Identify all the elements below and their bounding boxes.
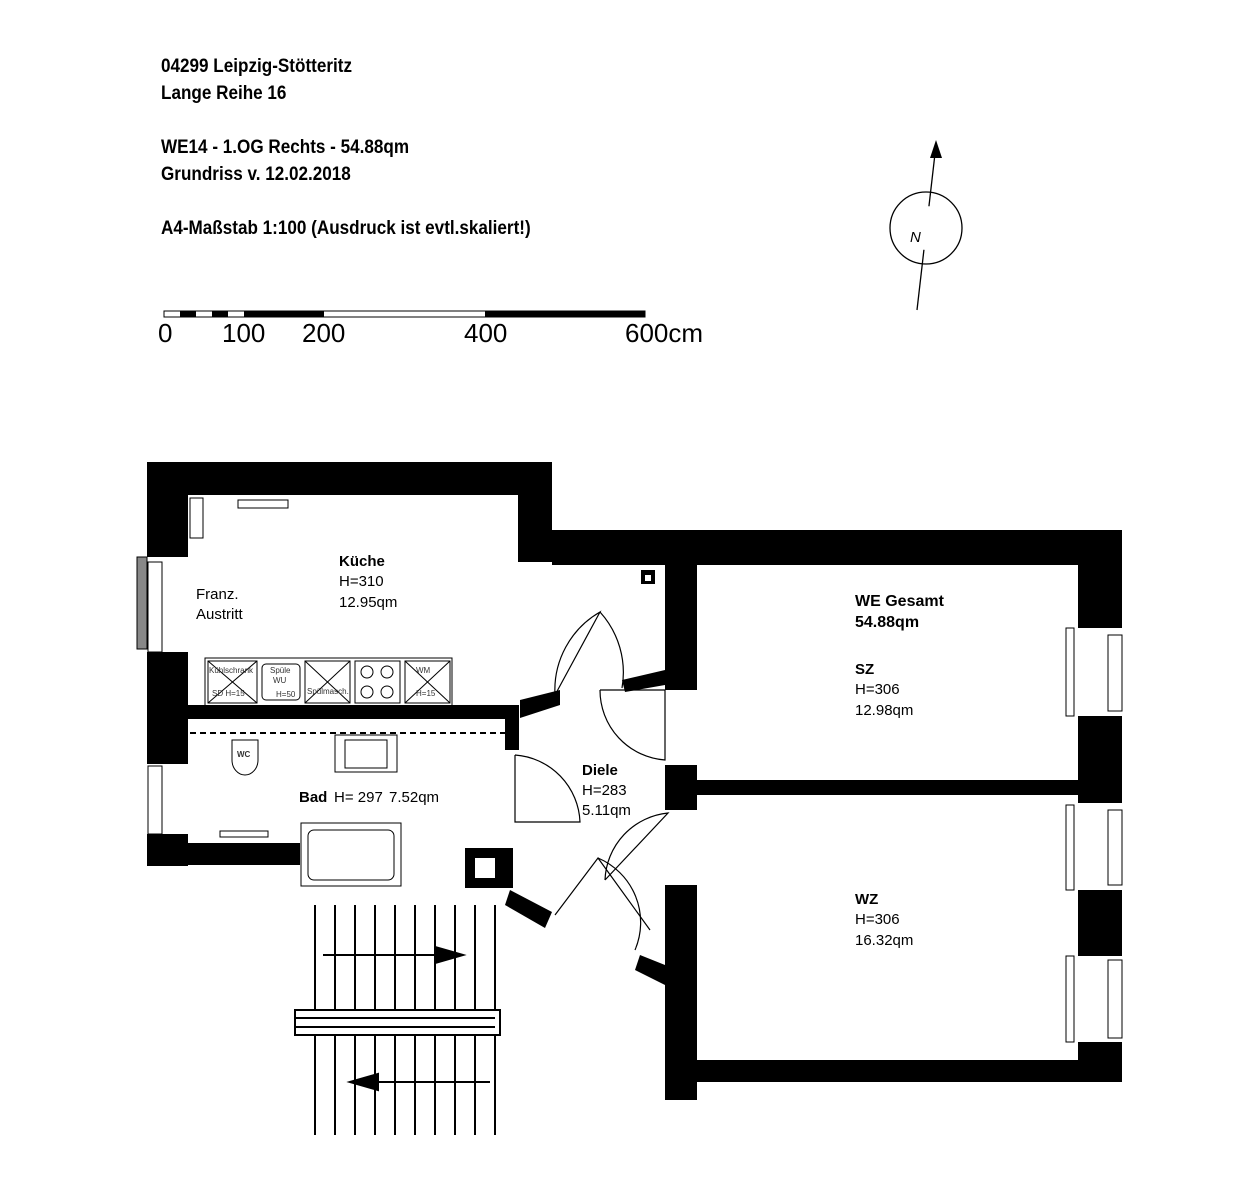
- north-arrow-icon: N: [889, 140, 963, 311]
- svg-text:H=50: H=50: [276, 690, 296, 699]
- svg-text:Spülmasch.: Spülmasch.: [307, 687, 349, 696]
- svg-text:H=306: H=306: [855, 681, 900, 698]
- unit-title: WE14 - 1.OG Rechts - 54.88qm: [161, 137, 410, 158]
- svg-text:H=15: H=15: [416, 689, 436, 698]
- svg-text:Diele: Diele: [582, 762, 618, 779]
- svg-text:400: 400: [464, 318, 507, 348]
- svg-text:0: 0: [158, 318, 172, 348]
- svg-text:12.95qm: 12.95qm: [339, 594, 397, 611]
- svg-text:54.88qm: 54.88qm: [855, 614, 919, 631]
- scale-bar: 0 100 200 400 600cm: [158, 310, 703, 348]
- svg-text:5.11qm: 5.11qm: [582, 802, 631, 819]
- doors[interactable]: [514, 610, 670, 951]
- svg-text:200: 200: [302, 318, 345, 348]
- svg-text:12.98qm: 12.98qm: [855, 702, 913, 719]
- scale-note: A4-Maßstab 1:100 (Ausdruck ist evtl.skal…: [161, 218, 531, 239]
- svg-text:Kühlschrank: Kühlschrank: [209, 666, 254, 675]
- svg-text:N: N: [910, 229, 921, 246]
- address-line2: Lange Reihe 16: [161, 83, 287, 104]
- walls: [147, 462, 1122, 1100]
- svg-text:16.32qm: 16.32qm: [855, 932, 913, 949]
- kitchen-counter: [189, 497, 505, 887]
- svg-text:100: 100: [222, 318, 265, 348]
- svg-text:Austritt: Austritt: [196, 606, 244, 623]
- fixture-labels: Kühlschrank SD H=15 Spüle WU H=50 Spülma…: [209, 666, 436, 759]
- svg-text:H= 297: H= 297: [334, 789, 383, 806]
- svg-text:H=310: H=310: [339, 573, 384, 590]
- svg-text:WE Gesamt: WE Gesamt: [855, 593, 945, 610]
- svg-text:Bad: Bad: [299, 789, 327, 806]
- staircase: [294, 905, 501, 1135]
- kueche-name: Küche: [339, 553, 385, 570]
- plan-date: Grundriss v. 12.02.2018: [161, 164, 351, 185]
- svg-text:600cm: 600cm: [625, 318, 703, 348]
- svg-text:H=283: H=283: [582, 782, 627, 799]
- svg-text:SD H=15: SD H=15: [212, 689, 245, 698]
- svg-text:WM: WM: [416, 666, 431, 675]
- address-line1: 04299 Leipzig-Stötteritz: [161, 56, 352, 77]
- svg-text:Franz.: Franz.: [196, 586, 239, 603]
- windows: [136, 499, 1123, 1043]
- svg-text:H=306: H=306: [855, 911, 900, 928]
- svg-text:WU: WU: [273, 676, 287, 685]
- svg-text:Spüle: Spüle: [270, 666, 291, 675]
- svg-text:7.52qm: 7.52qm: [389, 789, 439, 806]
- svg-text:WC: WC: [237, 750, 251, 759]
- room-labels: Küche H=310 12.95qm Franz. Austritt Bad …: [196, 553, 945, 949]
- svg-text:WZ: WZ: [855, 891, 878, 908]
- svg-text:SZ: SZ: [855, 661, 874, 678]
